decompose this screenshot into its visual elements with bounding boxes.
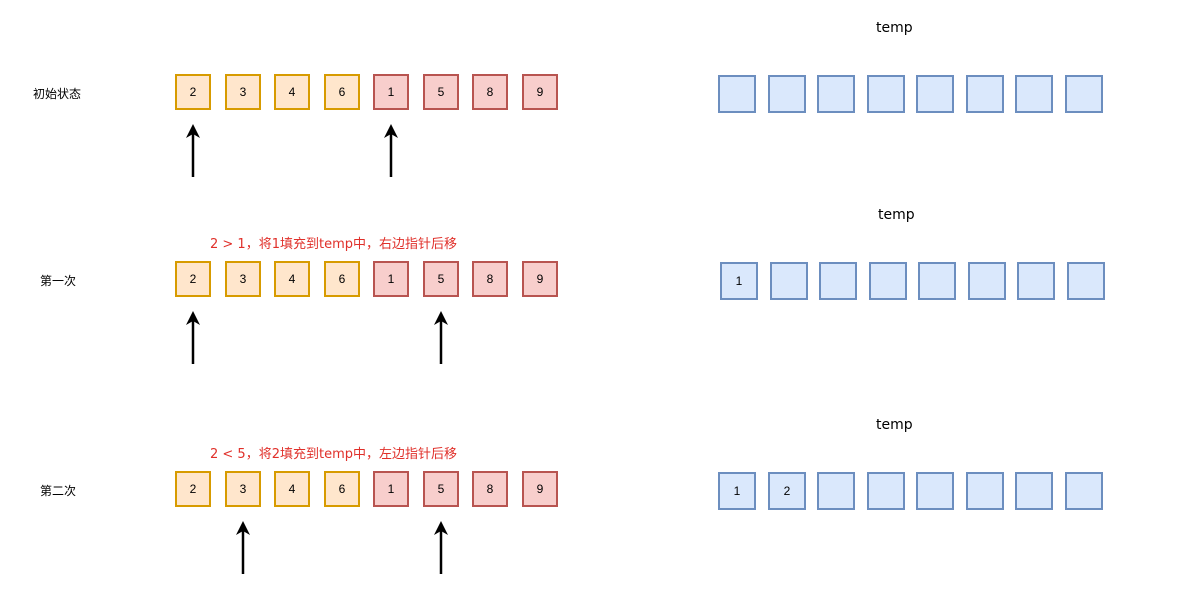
temp-array-cell <box>1015 472 1053 510</box>
temp-array-cell <box>869 262 907 300</box>
right-subarray-cell: 9 <box>522 471 558 507</box>
step-label: 第一次 <box>40 274 77 288</box>
right-subarray-cell: 8 <box>472 261 508 297</box>
temp-array-cell <box>718 75 756 113</box>
temp-array-cell <box>966 472 1004 510</box>
step-caption: 2 < 5，将2填充到temp中，左边指针后移 <box>210 447 457 462</box>
temp-array-cell <box>968 262 1006 300</box>
temp-title: temp <box>876 417 913 433</box>
right-subarray-cell: 5 <box>423 74 459 110</box>
temp-array-cell: 1 <box>718 472 756 510</box>
left-subarray-cell: 3 <box>225 74 261 110</box>
left-subarray-cell: 3 <box>225 471 261 507</box>
step-label: 初始状态 <box>33 87 82 101</box>
left-subarray-cell: 6 <box>324 74 360 110</box>
temp-array-cell <box>1015 75 1053 113</box>
right-subarray-cell: 8 <box>472 471 508 507</box>
temp-array-cell <box>916 75 954 113</box>
temp-array-cell <box>867 472 905 510</box>
temp-array-cell <box>768 75 806 113</box>
left-subarray-cell: 4 <box>274 471 310 507</box>
temp-array-cell <box>817 472 855 510</box>
right-subarray-cell: 1 <box>373 261 409 297</box>
right-subarray-cell: 9 <box>522 74 558 110</box>
temp-array-cell <box>916 472 954 510</box>
right-subarray-cell: 1 <box>373 74 409 110</box>
temp-array-cell <box>966 75 1004 113</box>
temp-array-cell <box>1065 472 1103 510</box>
right-subarray-cell: 5 <box>423 471 459 507</box>
temp-array-cell <box>1017 262 1055 300</box>
temp-title: temp <box>876 20 913 36</box>
temp-array-cell <box>867 75 905 113</box>
temp-array-cell <box>1067 262 1105 300</box>
right-pointer-arrow-icon <box>434 311 448 364</box>
right-subarray-cell: 8 <box>472 74 508 110</box>
left-subarray-cell: 6 <box>324 471 360 507</box>
right-pointer-arrow-icon <box>384 124 398 177</box>
temp-array-cell <box>817 75 855 113</box>
temp-array-cell <box>819 262 857 300</box>
left-subarray-cell: 3 <box>225 261 261 297</box>
temp-array-cell <box>918 262 956 300</box>
left-subarray-cell: 4 <box>274 261 310 297</box>
temp-title: temp <box>878 207 915 223</box>
right-subarray-cell: 9 <box>522 261 558 297</box>
right-subarray-cell: 5 <box>423 261 459 297</box>
left-subarray-cell: 2 <box>175 471 211 507</box>
left-pointer-arrow-icon <box>186 311 200 364</box>
left-subarray-cell: 2 <box>175 261 211 297</box>
left-pointer-arrow-icon <box>236 521 250 574</box>
step-caption: 2 > 1，将1填充到temp中，右边指针后移 <box>210 237 457 252</box>
left-pointer-arrow-icon <box>186 124 200 177</box>
right-subarray-cell: 1 <box>373 471 409 507</box>
temp-array-cell: 2 <box>768 472 806 510</box>
left-subarray-cell: 2 <box>175 74 211 110</box>
left-subarray-cell: 4 <box>274 74 310 110</box>
left-subarray-cell: 6 <box>324 261 360 297</box>
step-label: 第二次 <box>40 484 77 498</box>
temp-array-cell <box>770 262 808 300</box>
temp-array-cell: 1 <box>720 262 758 300</box>
temp-array-cell <box>1065 75 1103 113</box>
right-pointer-arrow-icon <box>434 521 448 574</box>
